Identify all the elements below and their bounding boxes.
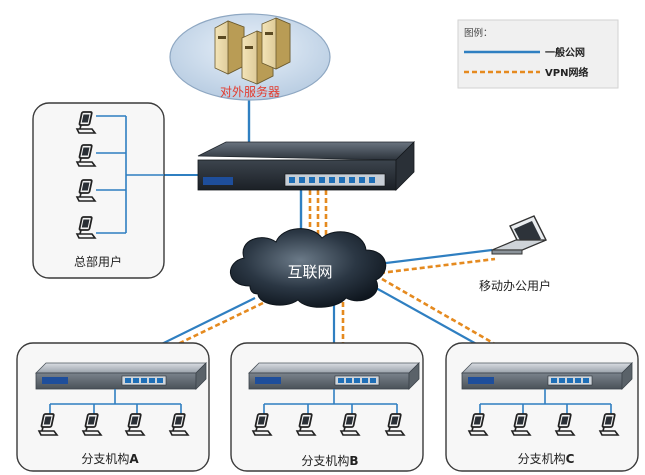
legend-solid-label: 一般公网 bbox=[545, 46, 585, 59]
main-router bbox=[197, 141, 415, 191]
internet-cloud: 互联网 bbox=[229, 228, 387, 308]
branch-a-router bbox=[35, 362, 207, 390]
branch-b-label: 分支机构B bbox=[301, 453, 358, 468]
branch-c-panel: 分支机构C bbox=[445, 342, 639, 472]
hq-tree-lines bbox=[96, 115, 164, 234]
branch-b-panel: 分支机构B bbox=[230, 342, 424, 472]
branch-a-label: 分支机构A bbox=[81, 451, 139, 466]
vpn-internet-mobile bbox=[379, 257, 496, 275]
main-router-ports bbox=[289, 177, 375, 183]
legend: 图例： 一般公网 VPN网络 bbox=[457, 19, 619, 89]
branch-b-tree-lines bbox=[263, 389, 398, 414]
laptop-icon bbox=[491, 215, 547, 255]
main-router-logo bbox=[203, 177, 233, 185]
vpn-internet-branch-a bbox=[125, 301, 264, 371]
cloud-icon bbox=[229, 228, 387, 308]
legend-title: 图例： bbox=[464, 27, 493, 39]
branch-b-router bbox=[248, 362, 420, 390]
hq-users-panel: 总部用户 bbox=[32, 102, 165, 279]
server-rack-icon bbox=[214, 17, 291, 85]
branch-c-label: 分支机构C bbox=[518, 451, 575, 466]
legend-vpn-label: VPN网络 bbox=[545, 66, 588, 79]
branch-b-box bbox=[230, 342, 424, 472]
mobile-user: 移动办公用户 bbox=[479, 215, 551, 293]
mobile-label: 移动办公用户 bbox=[479, 278, 551, 293]
branch-c-tree-lines bbox=[479, 389, 612, 414]
internet-label: 互联网 bbox=[287, 263, 332, 281]
hq-users-label: 总部用户 bbox=[74, 254, 122, 269]
branch-a-panel: 分支机构A bbox=[16, 342, 210, 472]
links bbox=[114, 92, 534, 372]
branch-c-router bbox=[461, 362, 633, 390]
branch-a-tree-lines bbox=[49, 389, 182, 414]
link-internet-mobile bbox=[377, 248, 493, 266]
servers-label: 对外服务器 bbox=[220, 84, 280, 99]
external-servers: 对外服务器 bbox=[169, 13, 331, 101]
legend-box bbox=[457, 19, 619, 89]
